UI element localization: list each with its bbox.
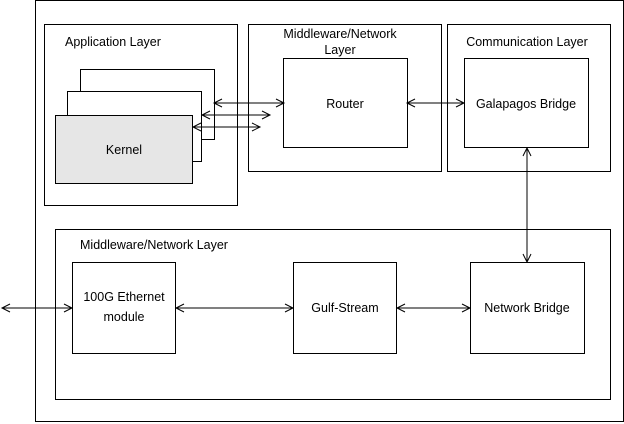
middleware-top-label-line1: Middleware/Network	[283, 27, 397, 41]
router-label: Router	[326, 97, 364, 111]
application-layer-label: Application Layer	[65, 35, 161, 49]
kernel-box	[55, 115, 193, 184]
ethernet-module-label-line2: module	[104, 310, 145, 324]
communication-layer-label: Communication Layer	[466, 35, 588, 49]
network-bridge-label: Network Bridge	[484, 301, 569, 315]
ethernet-gulf-stream-arrow	[174, 303, 295, 313]
gulf-stream-network-bridge-arrow	[395, 303, 472, 313]
router-galapagos-arrow	[405, 98, 466, 108]
ethernet-module-label-line1: 100G Ethernet	[83, 290, 165, 304]
galapagos-network-bridge-arrow	[522, 146, 532, 264]
kernel-label: Kernel	[106, 143, 142, 157]
router-box	[283, 58, 408, 148]
gulf-stream-label: Gulf-Stream	[311, 301, 378, 315]
galapagos-bridge-label: Galapagos Bridge	[476, 97, 576, 111]
external-ethernet-arrow	[0, 303, 74, 313]
middleware-top-label-line2: Layer	[324, 43, 355, 57]
network-bridge-box	[470, 262, 585, 354]
ethernet-module-box	[72, 262, 176, 354]
kernel-router-arrows	[191, 98, 286, 132]
middleware-bottom-label: Middleware/Network Layer	[80, 238, 228, 252]
